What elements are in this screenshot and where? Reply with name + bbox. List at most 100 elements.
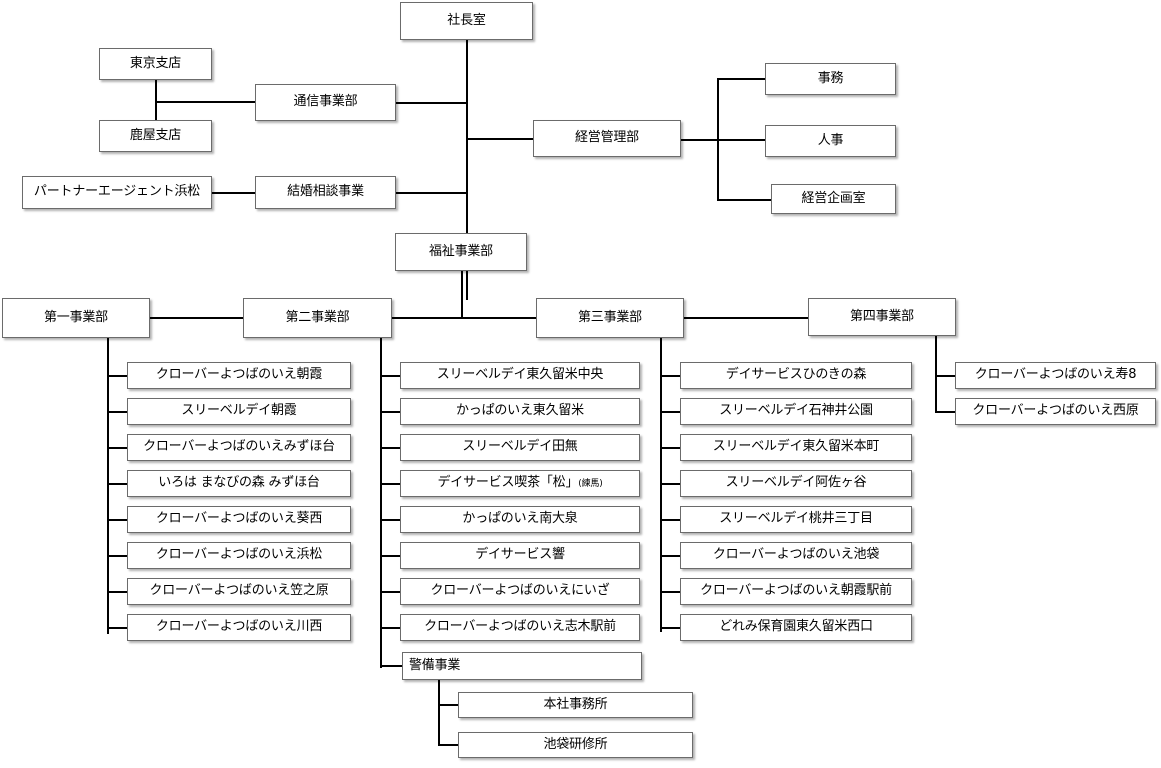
facility-node[interactable]: かっぱのいえ南大泉 (400, 506, 640, 533)
facility-node[interactable]: クローバーよつばのいえ池袋 (680, 542, 912, 569)
org-node-tokyo-branch[interactable]: 東京支店 (99, 48, 212, 80)
facility-node-label: スリーベルデイ阿佐ヶ谷 (725, 475, 867, 491)
connector-div3-children-stub-3 (660, 483, 680, 485)
org-node-welfare-div[interactable]: 福祉事業部 (395, 233, 527, 271)
facility-node[interactable]: デイサービスひのきの森 (680, 362, 912, 389)
connector-telecom-branch-vert (155, 80, 157, 120)
org-node-partner-agent[interactable]: パートナーエージェント浜松 (22, 176, 212, 209)
connector-div4-children-stub-1 (935, 411, 955, 413)
facility-node-label: スリーベルデイ桃井三丁目 (719, 511, 873, 527)
facility-node[interactable]: かっぱのいえ東久留米 (400, 398, 640, 425)
facility-node-label: いろは まなびの森 みずほ台 (158, 475, 320, 491)
connector-div1-children-stub-2 (107, 447, 127, 449)
connector-divisions-trunk (150, 317, 809, 319)
org-node-div4[interactable]: 第四事業部 (808, 298, 956, 336)
org-node-security-biz[interactable]: 警備事業 (402, 652, 642, 680)
connector-div2-children-stub-1 (380, 411, 400, 413)
facility-node[interactable]: クローバーよつばのいえ西原 (955, 398, 1156, 425)
connector-div3-children-stub-5 (660, 555, 680, 557)
facility-node-label: クローバーよつばのいえ志木駅前 (424, 619, 616, 635)
org-node-mgmt-dept[interactable]: 経営管理部 (533, 120, 681, 157)
connector-div2-children-stub-6 (380, 591, 400, 593)
connector-mgmt-to-planning (717, 199, 772, 201)
connector-welfare-stem (461, 271, 463, 319)
connector-div1-children-stub-5 (107, 555, 127, 557)
facility-node[interactable]: スリーベルデイ阿佐ヶ谷 (680, 470, 912, 497)
facility-node-label: スリーベルデイ朝霞 (181, 403, 297, 419)
connector-marriage-to-trunk (396, 192, 467, 194)
connector-div2-children-stub-7 (380, 627, 400, 629)
org-node-label: 東京支店 (129, 55, 182, 71)
connector-div2-stem (380, 338, 382, 668)
connector-div3-children-stub-1 (660, 411, 680, 413)
connector-div3-children-stub-7 (660, 627, 680, 629)
org-node-hr[interactable]: 人事 (765, 125, 896, 157)
facility-node[interactable]: スリーベルデイ東久留米中央 (400, 362, 640, 389)
facility-node[interactable]: クローバーよつばのいえ浜松 (127, 542, 351, 569)
org-node-label: 通信事業部 (293, 94, 358, 110)
facility-node-label: クローバーよつばのいえ川西 (155, 619, 323, 635)
facility-node[interactable]: クローバーよつばのいえ朝霞 (127, 362, 351, 389)
facility-node-label: クローバーよつばのいえ朝霞 (155, 367, 323, 383)
connector-div3-children-stub-0 (660, 375, 680, 377)
facility-node-label: クローバーよつばのいえ朝霞駅前 (700, 583, 892, 599)
facility-node[interactable]: クローバーよつばのいえみずほ台 (127, 434, 351, 461)
connector-div1-stem (107, 338, 109, 634)
org-node-div3[interactable]: 第三事業部 (536, 298, 684, 338)
connector-div1-children-stub-3 (107, 483, 127, 485)
facility-node[interactable]: スリーベルデイ石神井公園 (680, 398, 912, 425)
org-node-div1[interactable]: 第一事業部 (2, 298, 150, 338)
facility-node[interactable]: クローバーよつばのいえ朝霞駅前 (680, 578, 912, 605)
org-node-office-admin[interactable]: 事務 (765, 63, 896, 95)
org-node-president[interactable]: 社長室 (400, 2, 533, 40)
facility-node-label: デイサービス響 (475, 547, 565, 563)
facility-node[interactable]: どれみ保育園東久留米西口 (680, 614, 912, 641)
org-node-label: 第四事業部 (849, 308, 914, 324)
facility-node-label: スリーベルデイ東久留米本町 (712, 439, 880, 455)
facility-node[interactable]: デイサービス響 (400, 542, 640, 569)
facility-node-label: スリーベルデイ東久留米中央 (436, 367, 604, 383)
facility-node-label: クローバーよつばのいえみずほ台 (143, 439, 335, 455)
facility-node[interactable]: いろは まなびの森 みずほ台 (127, 470, 351, 497)
facility-node[interactable]: クローバーよつばのいえにいざ (400, 578, 640, 605)
connector-mgmt-to-trunk (466, 138, 534, 140)
org-node-marriage-biz[interactable]: 結婚相談事業 (255, 176, 396, 209)
connector-div2-to-security-biz (380, 665, 402, 667)
facility-node[interactable]: スリーベルデイ桃井三丁目 (680, 506, 912, 533)
org-node-label: 社長室 (447, 12, 486, 28)
facility-node[interactable]: デイサービス喫茶「松」(練馬) (400, 470, 640, 497)
facility-node[interactable]: スリーベルデイ東久留米本町 (680, 434, 912, 461)
facility-node-label: クローバーよつばのいえ西原 (972, 403, 1139, 419)
connector-div3-children-stub-4 (660, 519, 680, 521)
connector-div4-stem (935, 336, 937, 412)
org-node-telecom-div[interactable]: 通信事業部 (255, 84, 396, 121)
facility-node[interactable]: クローバーよつばのいえ川西 (127, 614, 351, 641)
org-node-planning-room[interactable]: 経営企画室 (771, 184, 896, 214)
facility-node[interactable]: クローバーよつばのいえ笠之原 (127, 578, 351, 605)
org-node-hq-office[interactable]: 本社事務所 (458, 692, 693, 718)
facility-node-label: かっぱのいえ東久留米 (455, 403, 584, 419)
facility-node[interactable]: スリーベルデイ田無 (400, 434, 640, 461)
facility-node-label: クローバーよつばのいえ池袋 (712, 547, 880, 563)
org-node-ikebukuro-ctr[interactable]: 池袋研修所 (458, 732, 693, 758)
facility-node-label: スリーベルデイ田無 (462, 439, 578, 455)
org-node-label: 第一事業部 (43, 309, 108, 325)
connector-mgmt-to-office (717, 78, 766, 80)
facility-node[interactable]: クローバーよつばのいえ志木駅前 (400, 614, 640, 641)
connector-div2-children-stub-2 (380, 447, 400, 449)
org-node-label: 結婚相談事業 (287, 184, 364, 200)
facility-node[interactable]: スリーベルデイ朝霞 (127, 398, 351, 425)
connector-div3-children-stub-2 (660, 447, 680, 449)
org-node-label: 警備事業 (409, 657, 461, 673)
connector-div1-children-stub-0 (107, 375, 127, 377)
facility-node[interactable]: クローバーよつばのいえ葵西 (127, 506, 351, 533)
connector-div1-children-stub-4 (107, 519, 127, 521)
org-node-div2[interactable]: 第二事業部 (243, 298, 392, 338)
org-node-label: 経営企画室 (801, 190, 866, 206)
facility-node[interactable]: クローバーよつばのいえ寿8 (955, 362, 1156, 389)
facility-node-label: スリーベルデイ石神井公園 (719, 403, 873, 419)
facility-node-label: クローバーよつばのいえ笠之原 (149, 583, 329, 599)
org-node-label: 本社事務所 (543, 696, 608, 712)
org-node-kanoya-branch[interactable]: 鹿屋支店 (99, 120, 212, 152)
